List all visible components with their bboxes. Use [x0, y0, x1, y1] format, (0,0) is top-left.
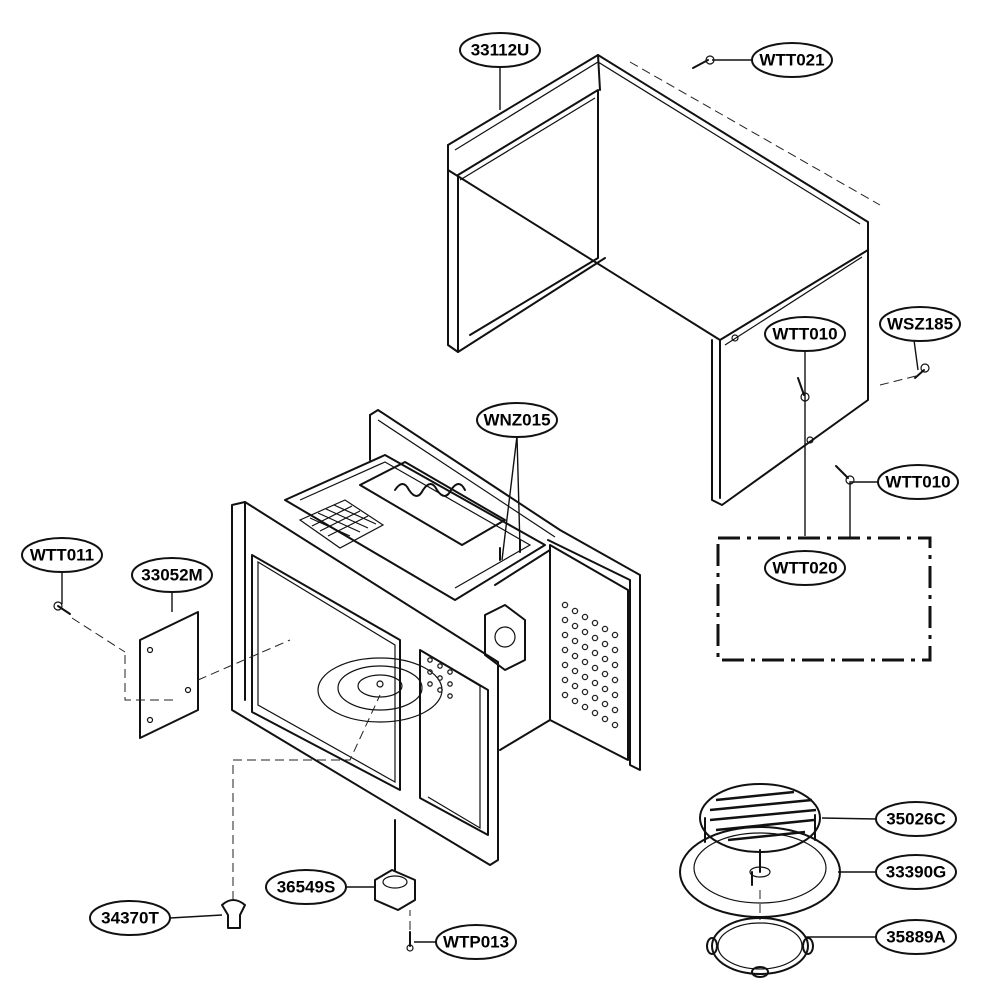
bracket-outline [716, 536, 932, 662]
part-label: 35026C [875, 801, 957, 837]
svg-text:WTT010: WTT010 [885, 473, 950, 492]
svg-text:WTT021: WTT021 [759, 51, 824, 70]
svg-text:35889A: 35889A [886, 928, 946, 947]
motor-part [374, 819, 416, 911]
part-label: WNZ015 [476, 402, 558, 438]
part-label: WTT010 [877, 464, 959, 500]
screw-glyph [53, 601, 71, 615]
part-label: WTT011 [21, 537, 103, 573]
part-label: 36549S [265, 869, 347, 905]
svg-text:34370T: 34370T [101, 909, 159, 928]
part-label: WTT021 [751, 42, 833, 78]
vent-holes [427, 601, 619, 729]
leader-lines [61, 59, 919, 943]
part-label: 35889A [875, 919, 957, 955]
svg-text:WTT011: WTT011 [30, 546, 94, 565]
outer-case [447, 54, 869, 506]
svg-text:WTT010: WTT010 [772, 325, 837, 344]
cover-plate [139, 611, 199, 739]
part-label: 33390G [875, 854, 957, 890]
svg-text:33052M: 33052M [141, 566, 202, 585]
part-label: WSZ185 [879, 306, 961, 342]
coupler-part [221, 899, 246, 929]
roller-ring-part [706, 917, 814, 978]
part-label: 33112U [459, 32, 541, 68]
svg-text:WSZ185: WSZ185 [887, 315, 953, 334]
svg-text:35026C: 35026C [886, 810, 946, 829]
screw-glyph [797, 377, 810, 402]
screw-glyph [692, 55, 715, 69]
part-label: WTT020 [764, 550, 846, 586]
part-label: 34370T [89, 900, 171, 936]
svg-text:WNZ015: WNZ015 [483, 411, 550, 430]
screw-glyph [914, 363, 930, 379]
part-label: WTP013 [435, 924, 517, 960]
svg-text:33390G: 33390G [886, 863, 947, 882]
svg-text:WTP013: WTP013 [443, 933, 509, 952]
rack-part [699, 783, 821, 873]
svg-text:WTT020: WTT020 [772, 559, 837, 578]
cavity-assembly [231, 409, 641, 866]
screw-glyph [406, 931, 414, 952]
svg-text:36549S: 36549S [277, 878, 336, 897]
part-label: WTT010 [764, 316, 846, 352]
svg-text:33112U: 33112U [471, 41, 530, 60]
part-label: 33052M [131, 557, 213, 593]
